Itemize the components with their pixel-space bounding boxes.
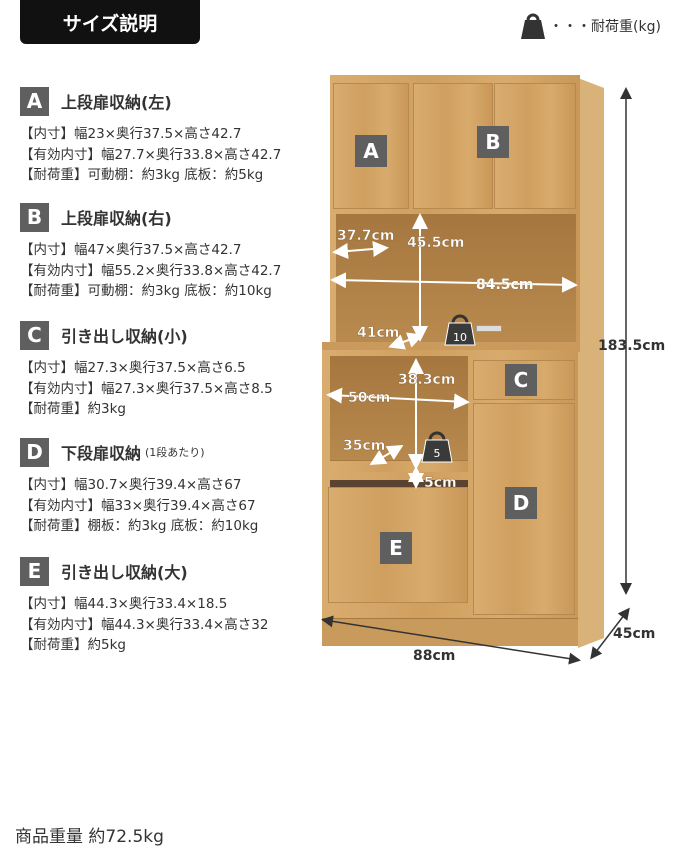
- spec-line: 【内寸】幅30.7×奥行39.4×高さ67: [20, 477, 242, 493]
- spec-line: 【有効内寸】幅44.3×奥行33.4×高さ32: [20, 616, 269, 633]
- spec-line: 【有効内寸】幅55.2×奥行33.8×高さ42.7: [20, 262, 282, 279]
- section-name: 引き出し収納(小): [61, 327, 188, 346]
- label-c: C: [505, 364, 537, 396]
- dim-shelf-width: 84.5cm: [476, 277, 533, 293]
- label-d: D: [505, 487, 537, 519]
- dim-lower-height: 38.3cm: [398, 372, 455, 388]
- section-badge: A: [20, 86, 49, 116]
- spec-line: 【耐荷重】可動棚：約3kg 底板：約10kg: [20, 283, 272, 299]
- legend: ・・・耐荷重(kg): [520, 12, 661, 40]
- page-title: サイズ説明: [20, 0, 200, 44]
- storage-section-b: B 上段扉収納(右) 【内寸】幅47×奥行37.5×高さ42.7 【有効内寸】幅55.…: [20, 202, 281, 302]
- depth-arrow: [590, 607, 630, 660]
- dim-shelf-depth: 37.7cm: [337, 228, 394, 244]
- load-slide: 5: [434, 447, 441, 460]
- dim-width: 88cm: [413, 648, 455, 664]
- spec-line: 【内寸】幅44.3×奥行33.4×18.5: [20, 596, 228, 612]
- storage-section-e: E 引き出し収納(大) 【内寸】幅44.3×奥行33.4×18.5 【有効内寸】幅44…: [20, 556, 268, 656]
- storage-section-a: A 上段扉収納(左) 【内寸】幅23×奥行37.5×高さ42.7 【有効内寸】幅27.…: [20, 86, 281, 186]
- section-header: B 上段扉収納(右): [20, 202, 281, 232]
- storage-section-c: C 引き出し収納(小) 【内寸】幅27.3×奥行37.5×高さ6.5 【有効内寸】幅2…: [20, 320, 273, 420]
- spec-line: 【内寸】幅23×奥行37.5×高さ42.7: [20, 126, 242, 142]
- spec-line: 【耐荷重】約5kg: [20, 637, 126, 653]
- load-icon-slide: 5: [421, 431, 453, 463]
- spec-line: 【内寸】幅27.3×奥行37.5×高さ6.5: [20, 360, 246, 376]
- spec-line: 【耐荷重】棚板：約3kg 底板：約10kg: [20, 518, 259, 534]
- legend-text: ・・・耐荷重(kg): [549, 19, 661, 35]
- load-icon-counter: 10: [444, 314, 476, 346]
- shelf-width-arrow: [330, 272, 578, 293]
- spec-line: 【耐荷重】可動棚：約3kg 底板：約5kg: [20, 167, 264, 183]
- section-badge: B: [20, 202, 49, 232]
- outlet: [476, 325, 502, 332]
- section-name: 引き出し収納(大): [61, 563, 188, 582]
- section-header: D 下段扉収納(1段あたり): [20, 437, 258, 467]
- product-weight: 商品重量 約72.5kg: [15, 827, 164, 847]
- section-note: (1段あたり): [145, 446, 205, 459]
- load-counter: 10: [453, 331, 467, 344]
- label-a: A: [355, 135, 387, 167]
- storage-section-d: D 下段扉収納(1段あたり) 【内寸】幅30.7×奥行39.4×高さ67 【有効内寸】…: [20, 437, 258, 537]
- shelf-depth-arrow: [332, 241, 389, 259]
- cabinet-side: [578, 78, 604, 648]
- spec-line: 【内寸】幅47×奥行37.5×高さ42.7: [20, 242, 242, 258]
- width-arrow: [321, 615, 581, 665]
- dim-counter-depth: 41cm: [357, 325, 399, 341]
- spec-line: 【有効内寸】幅27.3×奥行37.5×高さ8.5: [20, 380, 273, 397]
- lower-width-arrow: [326, 387, 470, 410]
- dim-height: 183.5cm: [598, 338, 665, 354]
- spec-line: 【有効内寸】幅33×奥行39.4×高さ67: [20, 497, 256, 514]
- spec-line: 【耐荷重】約3kg: [20, 401, 126, 417]
- section-name: 上段扉収納(右): [61, 209, 172, 228]
- drawer-gap: [330, 480, 468, 488]
- dim-shelf-height: 45.5cm: [407, 235, 464, 251]
- spec-line: 【有効内寸】幅27.7×奥行33.8×高さ42.7: [20, 146, 282, 163]
- dim-lower-width: 50cm: [348, 390, 390, 406]
- section-badge: C: [20, 320, 49, 350]
- counter-top: [322, 342, 580, 352]
- section-badge: E: [20, 556, 49, 586]
- section-badge: D: [20, 437, 49, 467]
- section-name: 下段扉収納: [61, 444, 142, 463]
- label-b: B: [477, 126, 509, 158]
- weight-icon: [521, 13, 545, 39]
- dim-depth: 45cm: [613, 626, 655, 642]
- counter-depth-arrow: [388, 332, 424, 350]
- section-header: C 引き出し収納(小): [20, 320, 273, 350]
- label-e: E: [380, 532, 412, 564]
- slide-depth-arrow: [369, 444, 404, 466]
- dim-slide-depth: 35cm: [343, 438, 385, 454]
- section-header: E 引き出し収納(大): [20, 556, 268, 586]
- section-name: 上段扉収納(左): [61, 93, 172, 112]
- dim-slide-gap: 5cm: [424, 475, 457, 491]
- section-header: A 上段扉収納(左): [20, 86, 281, 116]
